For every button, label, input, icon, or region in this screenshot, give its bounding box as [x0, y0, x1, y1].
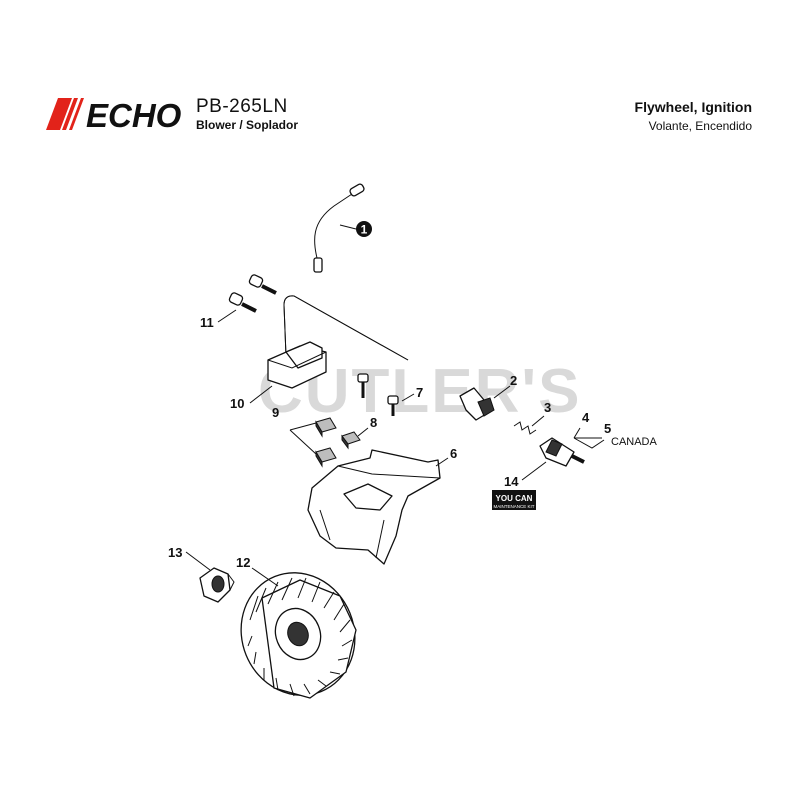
product-subtitle: Blower / Soplador: [196, 118, 299, 132]
callout-1-badge: [356, 221, 372, 237]
callout-4: 4: [582, 410, 590, 425]
page-header: ECHO PB-265LN Blower / Soplador Flywheel…: [0, 0, 800, 150]
part-11-screws[interactable]: [228, 274, 277, 313]
section-title: Flywheel, Ignition: [634, 99, 752, 115]
part-7-screw[interactable]: [357, 373, 399, 416]
callout-8: 8: [370, 415, 377, 430]
callout-5: 5: [604, 421, 611, 436]
part-6-cover[interactable]: [307, 449, 441, 565]
part-12-flywheel[interactable]: [223, 556, 373, 713]
part-3-spring[interactable]: [513, 421, 537, 435]
canada-note: CANADA: [611, 436, 658, 448]
callout-13: 13: [168, 545, 182, 560]
callout-1: 1: [361, 223, 368, 237]
callout-10: 10: [230, 396, 244, 411]
part-10-ignition-coil[interactable]: [267, 295, 409, 389]
callout-7: 7: [416, 385, 423, 400]
callout-12: 12: [236, 555, 250, 570]
echo-logo: ECHO: [46, 97, 182, 132]
part-1-lead[interactable]: [313, 183, 365, 273]
callout-14: 14: [504, 474, 519, 489]
part-9-spacers[interactable]: [315, 417, 337, 468]
model-number: PB-265LN: [196, 96, 288, 117]
callout-6: 6: [450, 446, 457, 461]
kit-badge-line2: MAINTENANCE KIT: [493, 504, 534, 509]
callout-2: 2: [510, 373, 517, 388]
part-8-spacer[interactable]: [341, 431, 361, 450]
callout-3: 3: [544, 400, 551, 415]
callout-11: 11: [200, 315, 214, 330]
kit-badge-line1: YOU CAN: [496, 494, 533, 503]
part-4-spark-plug[interactable]: [539, 437, 585, 467]
part-2-plug-cap[interactable]: [459, 387, 495, 421]
youcan-kit-badge: YOU CAN MAINTENANCE KIT: [492, 490, 536, 510]
svg-text:ECHO: ECHO: [86, 97, 182, 132]
section-subtitle: Volante, Encendido: [648, 119, 752, 133]
part-13-nut[interactable]: [199, 567, 235, 603]
callout-9: 9: [272, 405, 279, 420]
